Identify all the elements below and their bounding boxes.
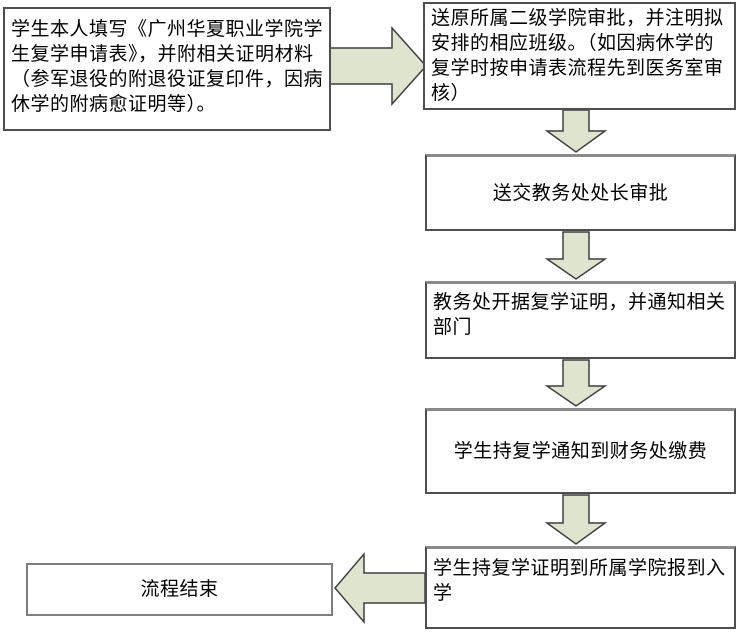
arrow-down-icon <box>544 109 608 153</box>
flow-step-end-text: 流程结束 <box>140 579 219 600</box>
flow-step-apply: 学生本人填写《广州华夏职业学院学 生复学申请表》，并附相关证明材料 （参军退役的… <box>3 7 331 131</box>
flow-step-issue-cert: 教务处开据复学证明，并通知相关 部门 <box>425 281 736 359</box>
flow-step-end: 流程结束 <box>26 563 333 616</box>
arrow-down-icon <box>544 231 608 280</box>
flow-step-college-review-text: 送原所属二级学院审批，并注明拟 安排的相应班级。（如因病休学的 复学时按申请表流… <box>431 8 724 104</box>
arrow-down-icon <box>544 494 608 545</box>
flow-step-pay-fee-text: 学生持复学通知到财务处缴费 <box>453 441 708 462</box>
flow-step-register-text: 学生持复学证明到所属学院报到入 学 <box>433 558 726 604</box>
flow-step-dean-approve: 送交教务处处长审批 <box>425 154 736 231</box>
arrow-left-icon <box>334 551 426 625</box>
flow-step-pay-fee: 学生持复学通知到财务处缴费 <box>425 408 736 494</box>
flow-step-college-review: 送原所属二级学院审批，并注明拟 安排的相应班级。（如因病休学的 复学时按申请表流… <box>423 2 736 110</box>
flow-step-issue-cert-text: 教务处开据复学证明，并通知相关 部门 <box>433 292 726 338</box>
flow-step-apply-text: 学生本人填写《广州华夏职业学院学 生复学申请表》，并附相关证明材料 （参军退役的… <box>11 19 324 115</box>
flow-step-dean-approve-text: 送交教务处处长审批 <box>492 182 669 204</box>
arrow-down-icon <box>544 359 608 407</box>
arrow-right-icon <box>329 26 428 106</box>
flow-step-register: 学生持复学证明到所属学院报到入 学 <box>425 546 736 629</box>
